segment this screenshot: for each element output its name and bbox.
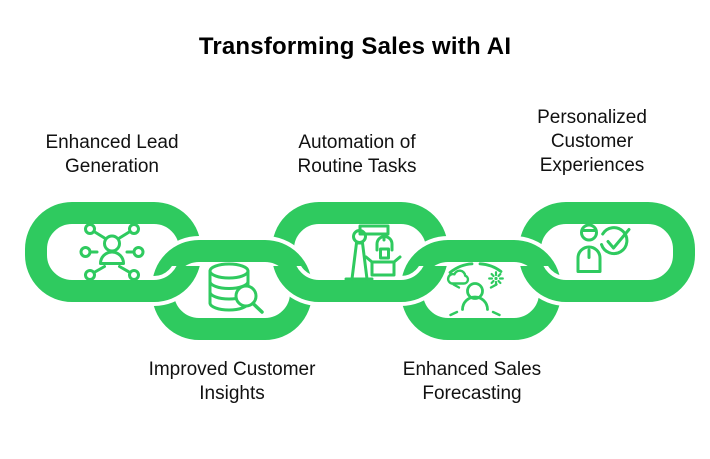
- label-personalized-customer-experiences: Personalized Customer Experiences: [492, 106, 692, 178]
- label-enhanced-lead-generation: Enhanced Lead Generation: [12, 131, 212, 179]
- label-line: Automation of: [298, 132, 416, 153]
- person-check-icon: [576, 223, 631, 273]
- robot-arm-icon: [344, 224, 402, 281]
- page-title: Transforming Sales with AI: [198, 33, 512, 60]
- label-line: Personalized: [537, 107, 647, 128]
- label-line: Customer: [550, 131, 634, 152]
- label-line: Enhanced Sales: [402, 359, 542, 380]
- database-search-icon: [208, 262, 264, 314]
- label-improved-customer-insights: Improved Customer Insights: [132, 358, 332, 406]
- label-line: Enhanced Lead: [45, 132, 179, 153]
- sun-icon: [488, 271, 504, 286]
- label-automation-of-routine-tasks: Automation of Routine Tasks: [257, 131, 457, 179]
- label-line: Insights: [199, 383, 265, 404]
- label-line: Experiences: [539, 155, 645, 176]
- label-line: Improved Customer: [148, 359, 316, 380]
- label-enhanced-sales-forecasting: Enhanced Sales Forecasting: [372, 358, 572, 406]
- label-line: Forecasting: [422, 383, 522, 404]
- forecast-person-icon: [446, 262, 504, 317]
- person-network-icon: [79, 223, 145, 281]
- label-line: Generation: [64, 156, 159, 177]
- label-line: Routine Tasks: [297, 156, 417, 177]
